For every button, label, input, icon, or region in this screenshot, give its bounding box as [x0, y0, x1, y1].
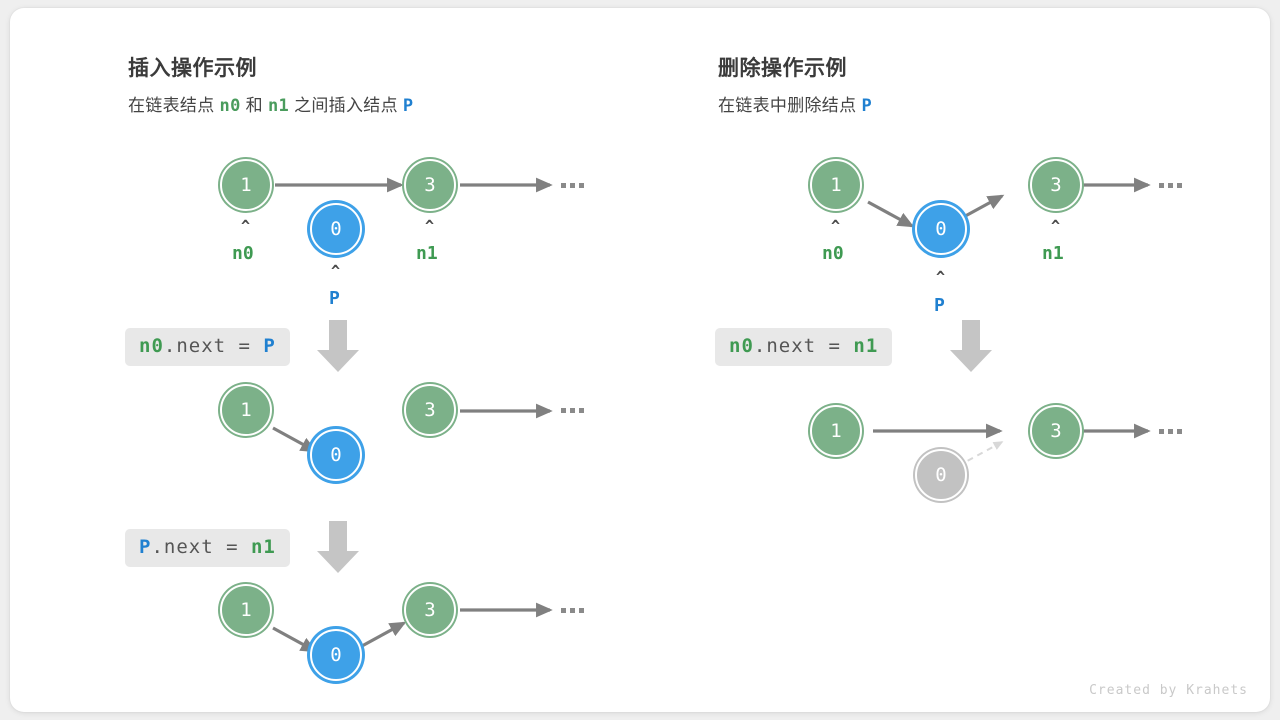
delete-panel-title: 删除操作示例 — [718, 57, 847, 80]
edge-deleted-node-dashed — [957, 441, 1004, 467]
code-token-next: .next = — [163, 335, 264, 357]
subtitle-token-p: P — [861, 96, 872, 116]
down-arrow-icon — [950, 320, 992, 372]
subtitle-text-3: 之间插入结点 — [289, 96, 403, 115]
pointer-label-p: P — [934, 295, 945, 316]
down-arrow-icon — [317, 521, 359, 573]
node-value: 3 — [404, 384, 456, 436]
node-value: 0 — [310, 629, 362, 681]
node-value: 1 — [810, 405, 862, 457]
node-value: 0 — [915, 203, 967, 255]
panel-delete: 删除操作示例 在链表中删除结点 P 1 0 3 ^ n0 ^ — [640, 8, 1270, 712]
delete-edges-layer — [867, 177, 1151, 467]
subtitle-text-2: 和 — [240, 96, 268, 115]
node-value-deleted: 0 — [915, 449, 967, 501]
edge-n0-to-p-final — [272, 626, 318, 653]
code-chip-step-2: P.next = n1 — [125, 529, 290, 567]
pointer-label-p: P — [329, 288, 340, 309]
caret-icon: ^ — [241, 217, 251, 235]
node-value: 0 — [310, 429, 362, 481]
node-value: 3 — [404, 159, 456, 211]
code-token-n1: n1 — [853, 335, 879, 357]
code-token-n1: n1 — [250, 536, 276, 558]
ellipsis-icon — [1159, 429, 1182, 434]
node-value: 1 — [220, 384, 272, 436]
diagram-card: 插入操作示例 在链表结点 n0 和 n1 之间插入结点 P — [10, 8, 1270, 712]
subtitle-token-n0: n0 — [219, 96, 241, 116]
subtitle-token-n1: n1 — [267, 96, 290, 116]
subtitle-text-1: 在链表中删除结点 — [718, 96, 862, 115]
edge-n0-to-p — [867, 200, 915, 228]
pointer-label-n0: n0 — [232, 243, 254, 264]
insert-panel-subtitle: 在链表结点 n0 和 n1 之间插入结点 P — [128, 91, 413, 116]
subtitle-token-p: P — [402, 96, 414, 116]
code-chip-step-1: n0.next = n1 — [715, 328, 893, 366]
delete-panel-subtitle: 在链表中删除结点 P — [718, 91, 872, 116]
pointer-label-n0: n0 — [822, 243, 844, 264]
node-value: 3 — [1030, 405, 1082, 457]
node-value: 1 — [220, 584, 272, 636]
caret-icon: ^ — [331, 262, 341, 280]
node-value: 3 — [1030, 159, 1082, 211]
code-token-n0: n0 — [139, 335, 164, 357]
node-value: 1 — [810, 159, 862, 211]
code-chip-step-1: n0.next = P — [125, 328, 290, 366]
code-token-p: P — [139, 536, 152, 558]
caret-icon: ^ — [831, 217, 841, 235]
code-token-n0: n0 — [729, 335, 754, 357]
pointer-label-n1: n1 — [1042, 243, 1064, 264]
caret-icon: ^ — [1051, 217, 1061, 235]
caret-icon: ^ — [425, 217, 435, 235]
edge-n0-to-p — [272, 426, 318, 453]
pointer-label-n1: n1 — [416, 243, 438, 264]
edge-p-to-n1-final — [361, 621, 407, 648]
ellipsis-icon — [561, 608, 584, 613]
edge-p-to-n1 — [957, 194, 1005, 222]
insert-edges-layer — [272, 177, 553, 653]
caret-icon: ^ — [936, 268, 946, 286]
down-arrow-icon — [317, 320, 359, 372]
node-value: 0 — [310, 203, 362, 255]
credit-text: Created by Krahets — [1089, 683, 1248, 698]
code-token-next: .next = — [151, 536, 251, 558]
subtitle-text-1: 在链表结点 — [128, 96, 220, 115]
code-token-p: P — [263, 335, 276, 357]
insert-panel-title: 插入操作示例 — [128, 57, 257, 80]
panel-insert: 插入操作示例 在链表结点 n0 和 n1 之间插入结点 P — [10, 8, 640, 712]
code-token-next: .next = — [753, 335, 854, 357]
node-value: 3 — [404, 584, 456, 636]
ellipsis-icon — [561, 408, 584, 413]
ellipsis-icon — [1159, 183, 1182, 188]
ellipsis-icon — [561, 183, 584, 188]
node-value: 1 — [220, 159, 272, 211]
